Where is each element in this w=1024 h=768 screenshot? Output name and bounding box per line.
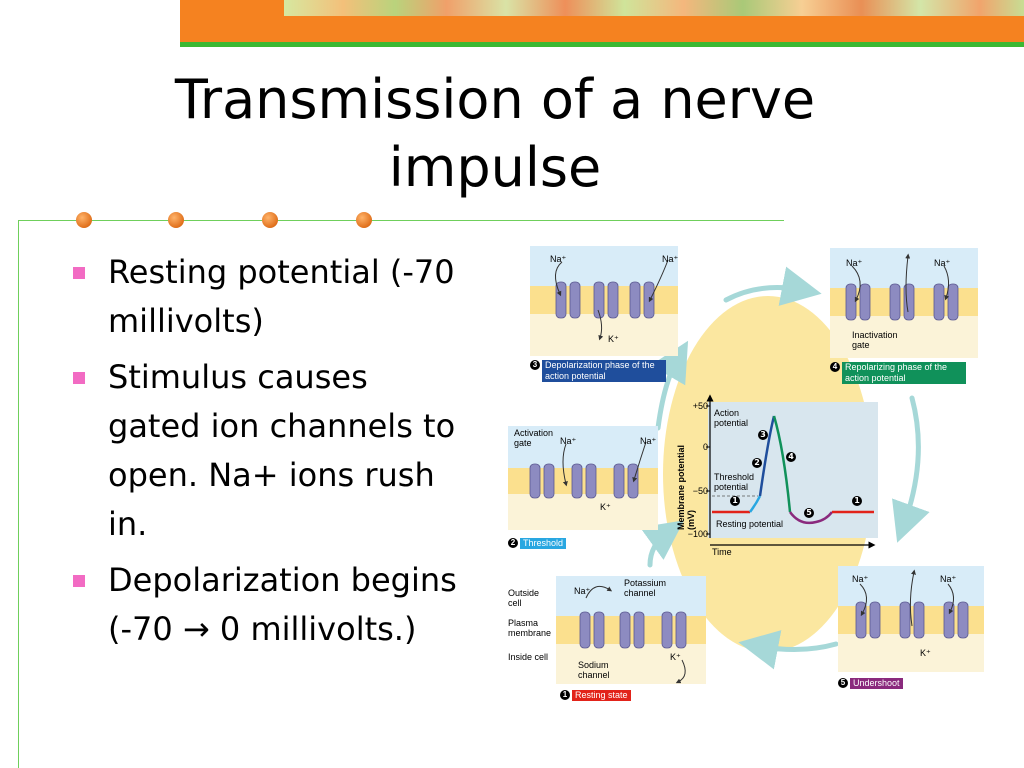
phase-name: Undershoot: [850, 678, 903, 689]
phase-number: 3: [530, 360, 540, 370]
activation-gate-label: Activation gate: [514, 428, 554, 448]
phase-name: Depolarization phase of the action poten…: [542, 360, 666, 382]
panel-depolarization: [530, 246, 678, 356]
rule-dot: [76, 212, 92, 228]
graph-marker: 2: [752, 458, 762, 468]
plasma-membrane-label: Plasma membrane: [508, 618, 552, 638]
y-tick-label: +50: [692, 401, 708, 411]
rule-dot: [356, 212, 372, 228]
bullet-square-icon: [73, 267, 85, 279]
horizontal-rule: [18, 220, 784, 221]
cycle-arrows: [640, 266, 930, 670]
sodium-channel-label: Sodium channel: [578, 660, 610, 680]
y-tick-label: −50: [692, 486, 708, 496]
panel-threshold: [508, 426, 658, 530]
rule-dot: [262, 212, 278, 228]
sodium-ion-label: Na⁺: [852, 574, 869, 584]
sodium-ion-label: Na⁺: [640, 436, 657, 446]
sodium-ion-label: Na⁺: [560, 436, 577, 446]
phase-number: 2: [508, 538, 518, 548]
bullet-text: Depolarization begins (-70 → 0 millivolt…: [108, 561, 457, 648]
figure-artwork: [508, 246, 984, 684]
top-banner: [180, 0, 1024, 42]
graph-y-axis-label: Membrane potential (mV): [676, 444, 696, 530]
sodium-ion-label: Na⁺: [846, 258, 863, 268]
panel-resting: [556, 576, 706, 684]
graph-marker: 5: [804, 508, 814, 518]
threshold-potential-label: Threshold potential: [714, 472, 755, 492]
action-potential-figure: Na⁺ Na⁺ K⁺ Na⁺ Na⁺ Na⁺ Na⁺ K⁺ Na⁺ K⁺ Na⁺…: [500, 240, 1000, 710]
bullet-item: Depolarization begins (-70 → 0 millivolt…: [70, 556, 470, 654]
bullet-text: Stimulus causes gated ion channels to op…: [108, 358, 456, 543]
phase-name: Resting state: [572, 690, 631, 701]
graph-marker: 3: [758, 430, 768, 440]
slide-title: Transmission of a nerve impulse: [174, 68, 816, 199]
sodium-ion-label: Na⁺: [662, 254, 679, 264]
bullet-text: Resting potential (-70 millivolts): [108, 253, 455, 340]
rule-dot: [168, 212, 184, 228]
phase-name: Repolarizing phase of the action potenti…: [842, 362, 966, 384]
y-tick-label: −100: [687, 529, 708, 539]
membrane-potential-graph: [706, 394, 878, 549]
potassium-ion-label: K⁺: [920, 648, 931, 658]
graph-marker: 1: [852, 496, 862, 506]
potassium-channel-label: Potassium channel: [624, 578, 667, 598]
resting-potential-label: Resting potential: [716, 519, 784, 529]
graph-x-axis-label: Time: [712, 547, 732, 557]
phase-number: 4: [830, 362, 840, 372]
potassium-ion-label: K⁺: [608, 334, 619, 344]
top-banner-edge: [180, 42, 1024, 47]
potassium-ion-label: K⁺: [670, 652, 681, 662]
potassium-ion-label: K⁺: [600, 502, 611, 512]
sodium-ion-label: Na⁺: [574, 586, 591, 596]
bullet-square-icon: [73, 372, 85, 384]
phase-number: 1: [560, 690, 570, 700]
sodium-ion-label: Na⁺: [550, 254, 567, 264]
panel-repolarizing: [830, 248, 978, 358]
phase-name: Threshold: [520, 538, 567, 549]
graph-marker: 1: [730, 496, 740, 506]
top-banner-texture: [284, 0, 1024, 16]
sodium-ion-label: Na⁺: [934, 258, 951, 268]
bullet-list: Resting potential (-70 millivolts) Stimu…: [70, 248, 470, 661]
bullet-item: Stimulus causes gated ion channels to op…: [70, 353, 470, 549]
action-potential-label: Action potential: [714, 408, 749, 428]
phase-number: 5: [838, 678, 848, 688]
inside-cell-label: Inside cell: [508, 652, 549, 662]
outside-cell-label: Outside cell: [508, 588, 540, 608]
panel-undershoot: [838, 566, 984, 672]
bullet-item: Resting potential (-70 millivolts): [70, 248, 470, 346]
bullet-square-icon: [73, 575, 85, 587]
inactivation-gate-label: Inactivation gate: [852, 330, 898, 350]
y-tick-label: 0: [702, 442, 708, 452]
sodium-ion-label: Na⁺: [940, 574, 957, 584]
vertical-rule: [18, 220, 19, 768]
graph-marker: 4: [786, 452, 796, 462]
